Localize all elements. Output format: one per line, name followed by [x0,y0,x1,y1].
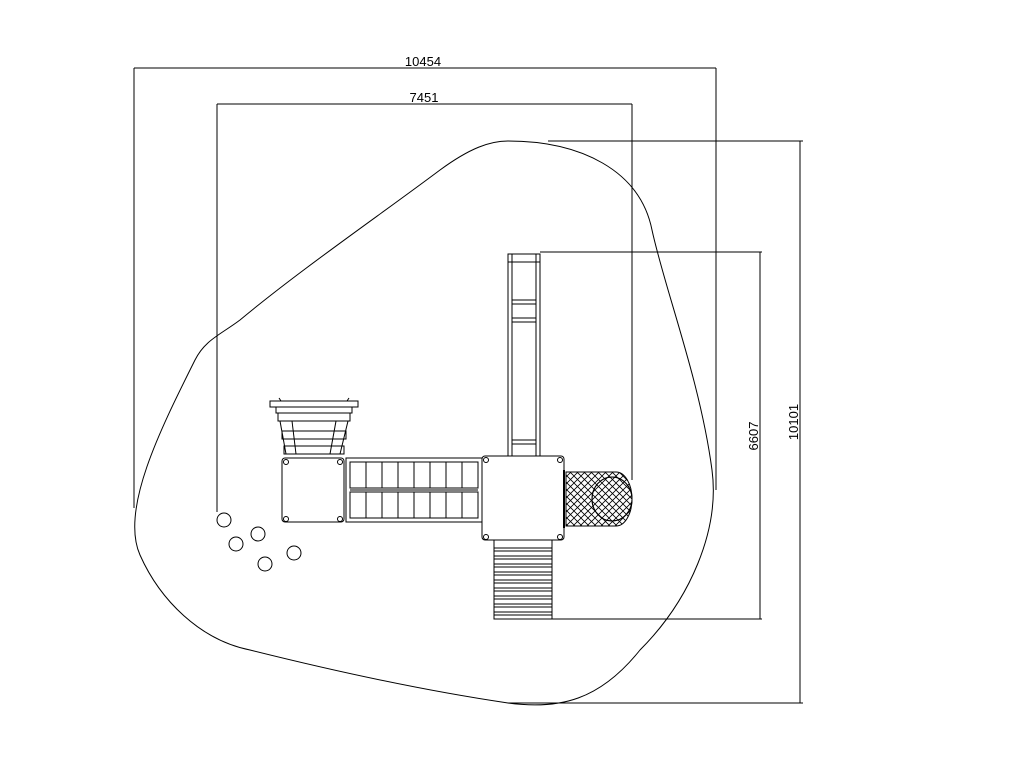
safety-zone-outline [134,140,714,706]
dimension-overall-width [133,67,717,508]
bridge [345,457,483,523]
dimension-label-equipment-height: 6607 [746,422,761,451]
dimension-equipment-height [540,251,762,620]
dimension-overall-height [508,140,803,704]
stepping-stones [216,512,302,572]
dimension-label-overall-height: 10101 [786,404,801,440]
right-platform [481,455,565,541]
climbing-ladder [269,397,359,455]
stairs [493,539,553,620]
dimension-label-inner-width: 7451 [410,90,439,105]
dimension-label-overall-width: 10454 [405,54,441,69]
slide [507,253,541,457]
left-platform [281,457,345,523]
dimension-inner-width [216,103,633,512]
net-tunnel [563,470,633,528]
